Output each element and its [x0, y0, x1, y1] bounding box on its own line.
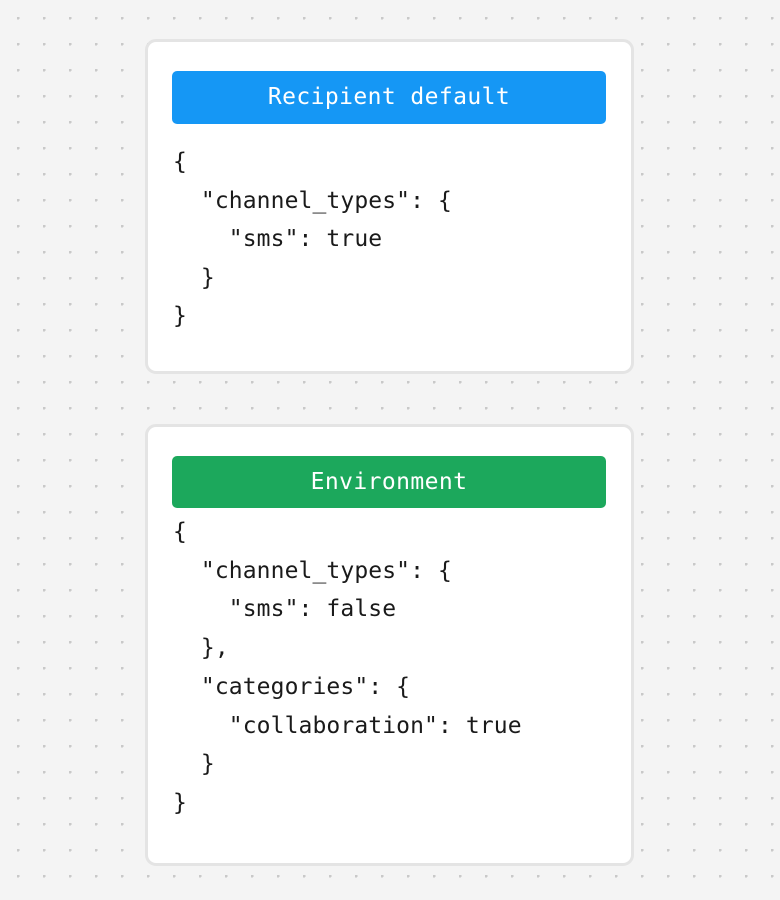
json-snippet-environment: { "channel_types": { "sms": false }, "ca…: [173, 519, 522, 816]
card-body-recipient-default: { "channel_types": { "sms": true } }: [173, 143, 615, 336]
card-recipient-default: Recipient default { "channel_types": { "…: [145, 39, 634, 374]
json-snippet-recipient-default: { "channel_types": { "sms": true } }: [173, 149, 452, 330]
card-body-environment: { "channel_types": { "sms": false }, "ca…: [173, 513, 615, 823]
card-header-environment: Environment: [172, 456, 606, 508]
card-title-recipient-default: Recipient default: [267, 84, 511, 110]
card-header-recipient-default: Recipient default: [172, 71, 606, 124]
card-environment: Environment { "channel_types": { "sms": …: [145, 424, 634, 866]
card-title-environment: Environment: [310, 468, 468, 495]
